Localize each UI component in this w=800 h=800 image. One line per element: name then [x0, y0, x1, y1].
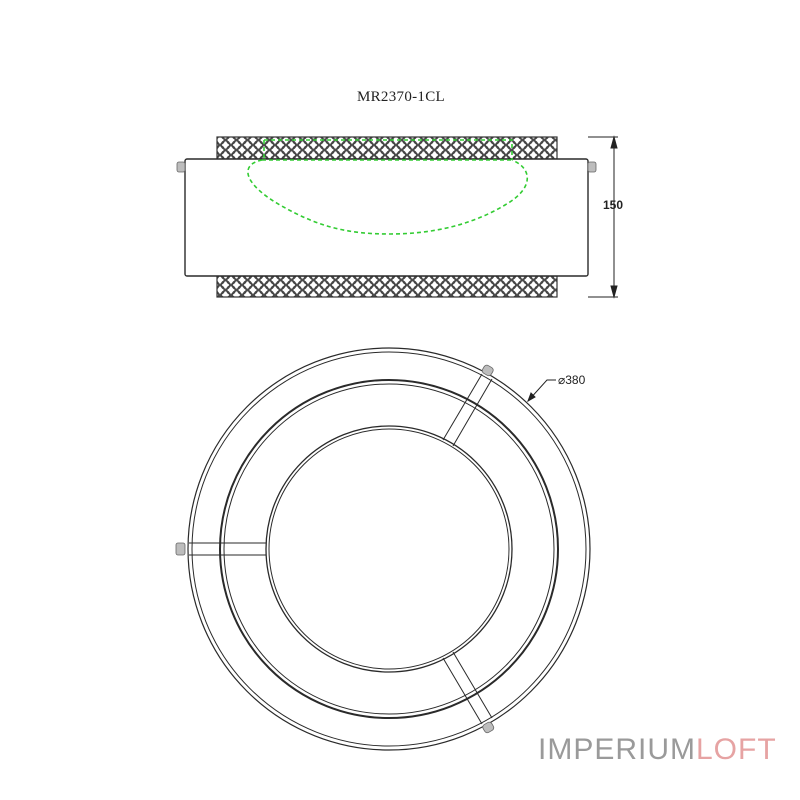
height-dimension-line — [588, 135, 618, 299]
side-elevation-view — [176, 135, 618, 299]
spoke-upper-right — [442, 373, 493, 447]
model-title: MR2370-1CL — [356, 89, 445, 105]
spoke-left — [189, 542, 266, 556]
screw-left-icon — [176, 161, 186, 173]
mesh-band-bottom — [216, 275, 558, 298]
diameter-dimension-label: ⌀380 — [558, 373, 586, 387]
screw-right-icon — [587, 161, 597, 173]
brand-part-imperium: IMPERIUM — [538, 733, 696, 766]
outer-ring — [187, 347, 591, 751]
inner-ring — [265, 425, 513, 673]
brand-part-loft: LOFT — [696, 733, 777, 766]
spoke-lower-right — [442, 651, 493, 725]
diameter-leader-line — [527, 379, 556, 403]
brand-watermark: IMPERIUMLOFT — [538, 733, 777, 767]
height-dimension-label: 150 — [603, 198, 624, 212]
screw-top-icon — [481, 364, 494, 377]
top-plan-view — [175, 347, 591, 751]
screw-bottom-icon — [482, 721, 495, 734]
screw-left-icon — [175, 542, 186, 556]
diffuser-hidden-line — [247, 139, 528, 235]
middle-ring — [219, 379, 559, 719]
lamp-body — [184, 158, 589, 277]
